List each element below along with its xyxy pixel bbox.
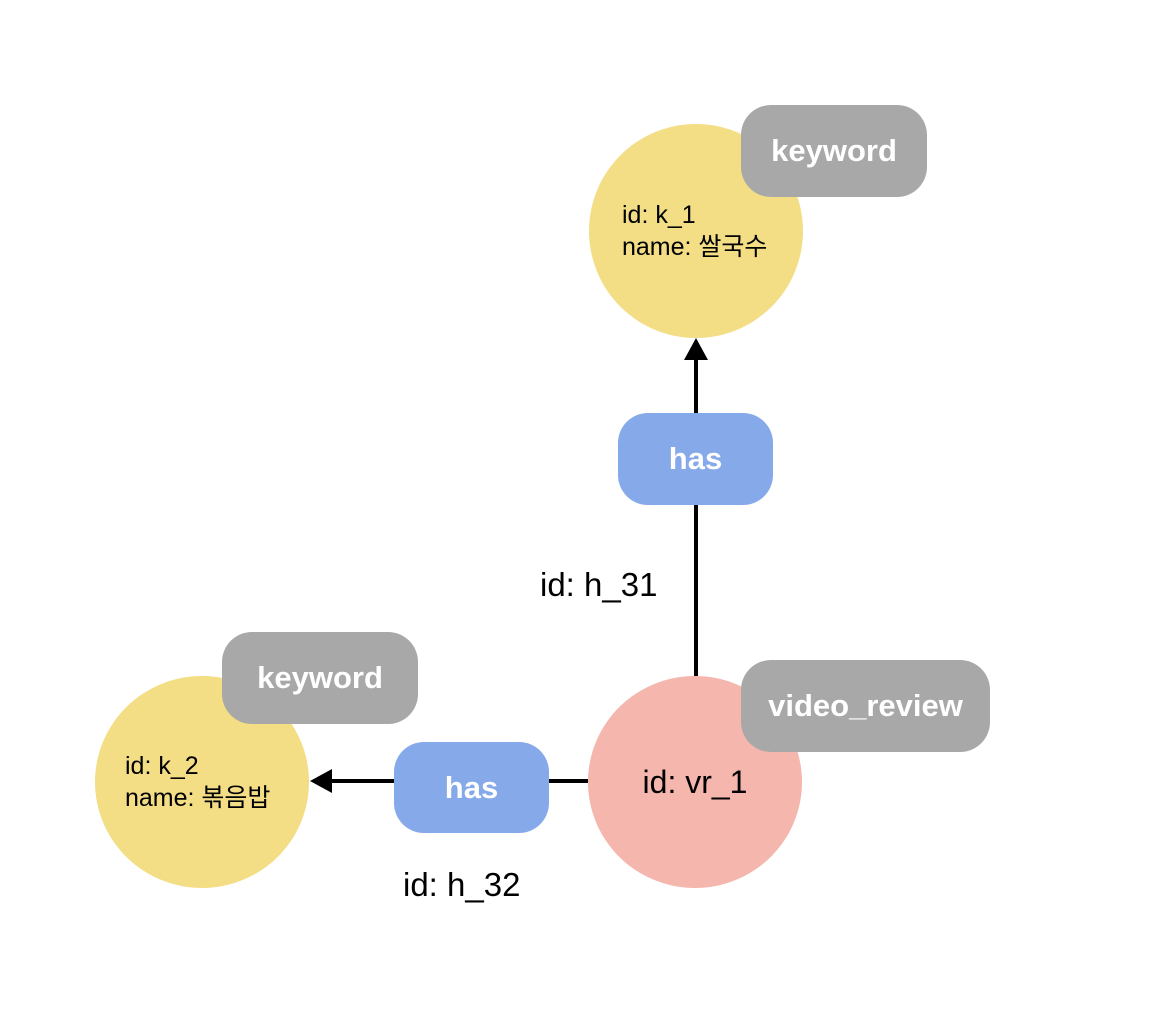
relation-label-h31[interactable]: has: [618, 413, 773, 505]
node-type-label-vr1: video_review: [741, 660, 990, 752]
node-type-label-k1: keyword: [741, 105, 927, 197]
node-k1-id: id: k_1: [622, 201, 696, 229]
node-k2-name: name: 볶음밥: [125, 784, 271, 812]
node-vr1-id: id: vr_1: [642, 763, 748, 800]
node-k2-id: id: k_2: [125, 752, 199, 780]
node-k2-properties: id: k_2 name: 볶음밥: [125, 750, 270, 814]
node-type-label-k2: keyword: [222, 632, 418, 724]
edge-id-h32: id: h_32: [403, 866, 521, 903]
edge-h31-arrowhead: [684, 338, 708, 360]
edge-id-h31: id: h_31: [540, 566, 658, 603]
node-k1-properties: id: k_1 name: 쌀국수: [622, 199, 767, 263]
edge-h32-arrowhead: [310, 769, 332, 793]
keyword-node-k2[interactable]: id: k_2 name: 볶음밥: [95, 676, 309, 888]
node-k1-name: name: 쌀국수: [622, 233, 768, 261]
relation-label-h32[interactable]: has: [394, 742, 549, 833]
